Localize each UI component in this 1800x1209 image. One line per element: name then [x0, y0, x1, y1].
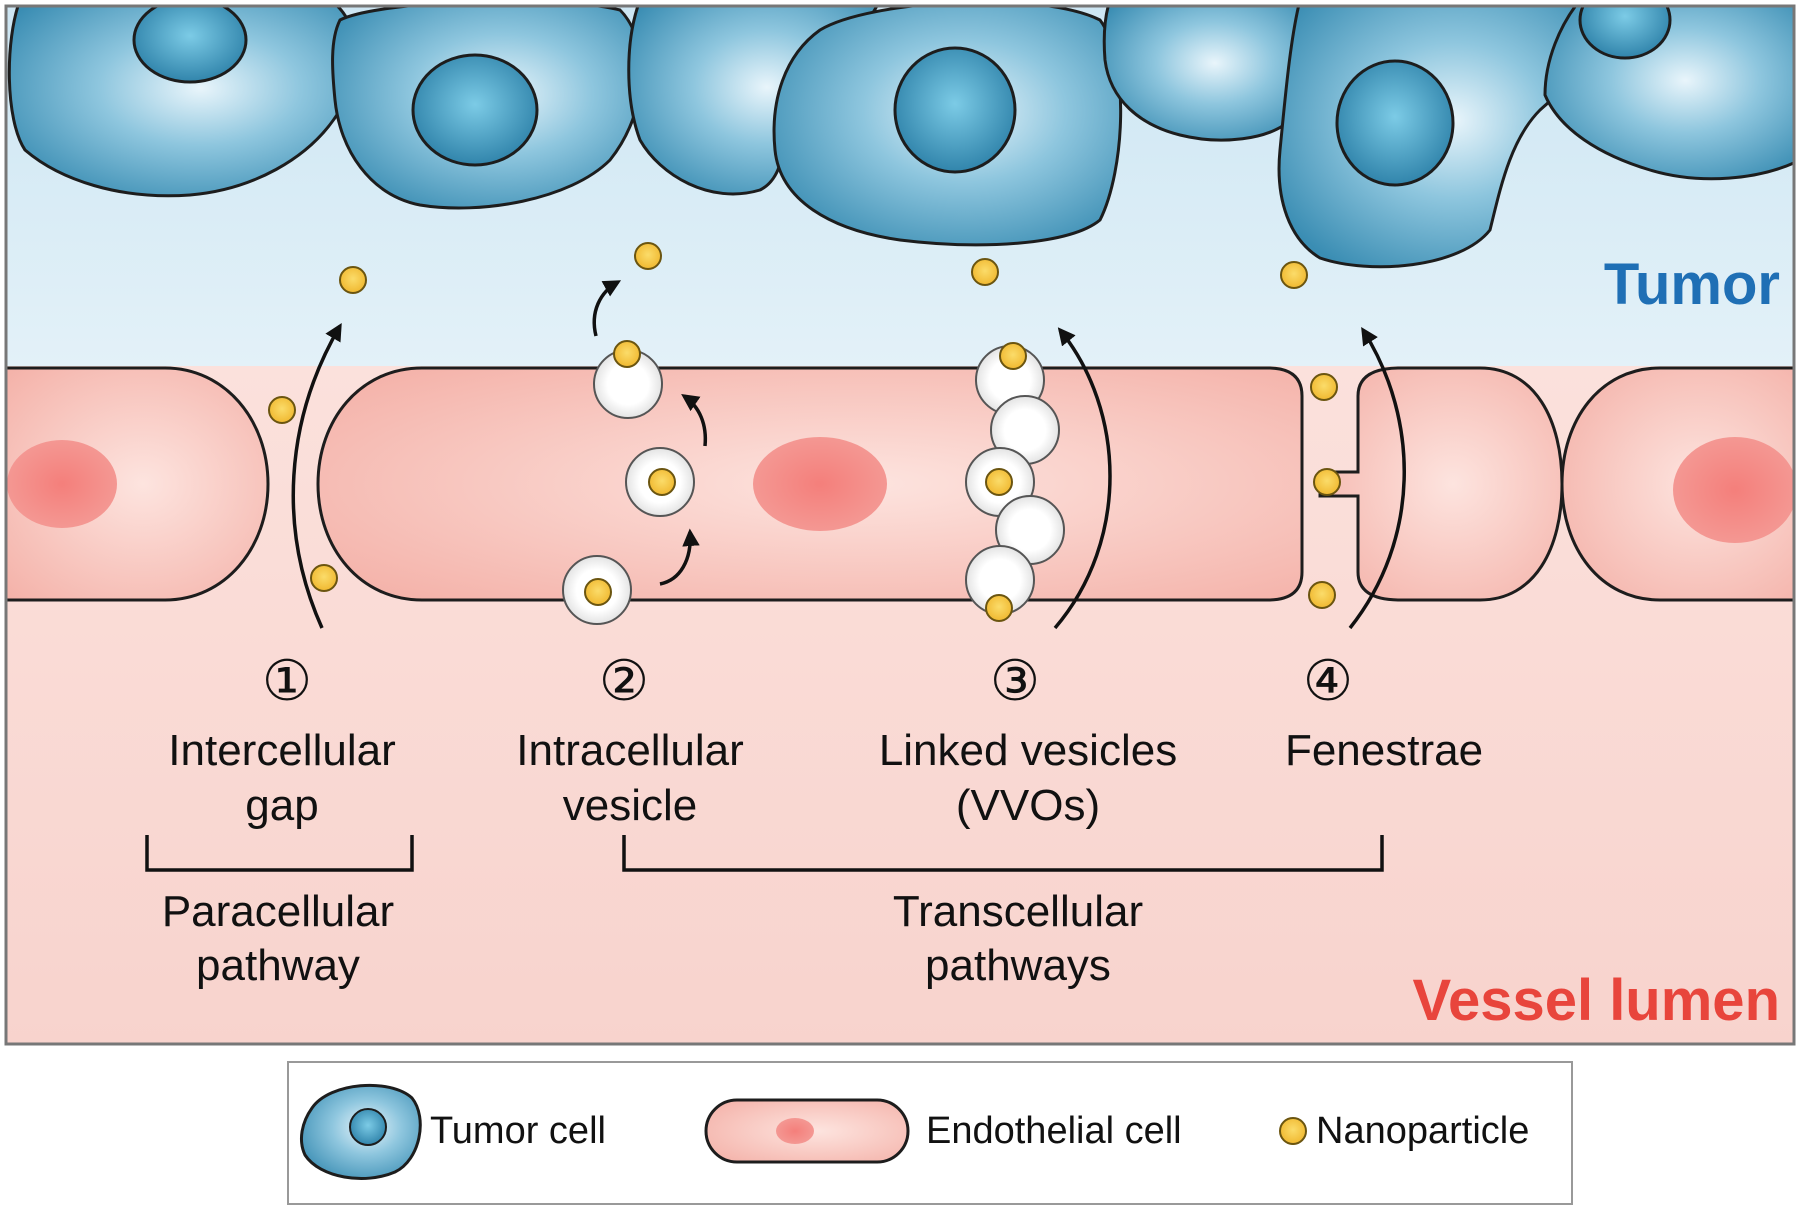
- pathway-2-label-line2: vesicle: [563, 781, 698, 830]
- pathway-3-label-line2: (VVOs): [956, 781, 1100, 830]
- tumor-cell-swatch-nucleus: [349, 1108, 387, 1146]
- pathway-2-label-line1: Intracellular: [516, 726, 743, 775]
- legend-box: [287, 1061, 1573, 1205]
- endothelial-cell: [1318, 366, 1564, 602]
- nanoparticle: [310, 564, 338, 592]
- endothelial-nucleus: [1673, 437, 1794, 543]
- pathway-1-label-line2: gap: [245, 781, 318, 830]
- pathway-3-number: ③: [990, 649, 1040, 712]
- arrow-vesicle-step-1: [659, 528, 700, 586]
- nanoparticle: [985, 468, 1013, 496]
- paracellular-label-line1: Paracellular: [162, 887, 394, 936]
- pathway-1-label-line1: Intercellular: [168, 726, 395, 775]
- tumor-cell-nucleus: [893, 46, 1017, 174]
- arrow-linked-vesicles: [1053, 327, 1112, 630]
- nanoparticle-swatch-icon: [1279, 1117, 1307, 1145]
- nanoparticle: [985, 594, 1013, 622]
- nanoparticle: [584, 578, 612, 606]
- legend-endothelial-cell-label: Endothelial cell: [926, 1110, 1182, 1152]
- tumor-cell-layer: [7, 6, 1794, 269]
- nanoparticle: [971, 258, 999, 286]
- arrow-vesicle-step-3: [592, 280, 622, 337]
- pathway-4-label-line1: Fenestrae: [1285, 726, 1483, 775]
- lumen-region-label: Vessel lumen: [1412, 968, 1780, 1033]
- legend-nanoparticle: Nanoparticle: [1279, 1110, 1529, 1152]
- paracellular-bracket: [145, 835, 414, 872]
- pathway-labels: ① Intercellular gap ② Intracellular vesi…: [168, 649, 1483, 830]
- tumor-cell-nucleus: [1578, 6, 1672, 60]
- arrow-vesicle-step-2: [681, 394, 708, 447]
- endothelial-cell: [6, 366, 270, 602]
- transcellular-bracket: [622, 835, 1384, 872]
- arrow-intercellular-gap: [291, 322, 342, 629]
- legend-nanoparticle-label: Nanoparticle: [1316, 1110, 1529, 1152]
- nanoparticle: [1310, 373, 1338, 401]
- endothelial-cell-swatch-nucleus: [776, 1118, 814, 1144]
- endothelial-nucleus: [753, 437, 887, 531]
- legend-tumor-cell: Tumor cell: [300, 1083, 606, 1180]
- nanoparticle: [1308, 581, 1336, 609]
- nanoparticle: [999, 342, 1027, 370]
- nanoparticle: [634, 242, 662, 270]
- endothelial-nucleus: [7, 440, 117, 528]
- nanoparticle: [613, 340, 641, 368]
- tumor-cell-nucleus: [411, 53, 539, 167]
- tumor-cell-nucleus: [1335, 59, 1455, 187]
- paracellular-label-line2: pathway: [196, 941, 360, 990]
- tumor-region-label: Tumor: [1604, 252, 1780, 317]
- pathway-2-number: ②: [599, 649, 649, 712]
- tumor-cell-nucleus: [132, 6, 248, 84]
- transcellular-label-line2: pathways: [925, 941, 1111, 990]
- nanoparticle: [648, 468, 676, 496]
- pathway-3-label-line1: Linked vesicles: [879, 726, 1177, 775]
- legend: Tumor cell Endothelial cell Nanoparticle: [287, 1061, 1573, 1205]
- legend-tumor-cell-label: Tumor cell: [430, 1110, 606, 1152]
- nanoparticles: [268, 242, 1341, 622]
- nanoparticle: [339, 266, 367, 294]
- group-brackets: [145, 835, 1384, 872]
- nanoparticle: [1313, 468, 1341, 496]
- transport-arrows: [291, 280, 1406, 630]
- pathway-1-number: ①: [262, 649, 312, 712]
- group-labels: Paracellular pathway Transcellular pathw…: [162, 887, 1143, 990]
- legend-endothelial-cell: Endothelial cell: [704, 1098, 1182, 1164]
- main-panel: Tumor Vessel lumen ① Intercellular gap ②…: [6, 6, 1794, 1044]
- transcellular-label-line1: Transcellular: [893, 887, 1143, 936]
- main-panel-border: [4, 4, 1796, 1046]
- pathway-4-number: ④: [1303, 649, 1353, 712]
- arrow-fenestrae: [1348, 327, 1406, 630]
- nanoparticle: [1280, 261, 1308, 289]
- nanoparticle: [268, 396, 296, 424]
